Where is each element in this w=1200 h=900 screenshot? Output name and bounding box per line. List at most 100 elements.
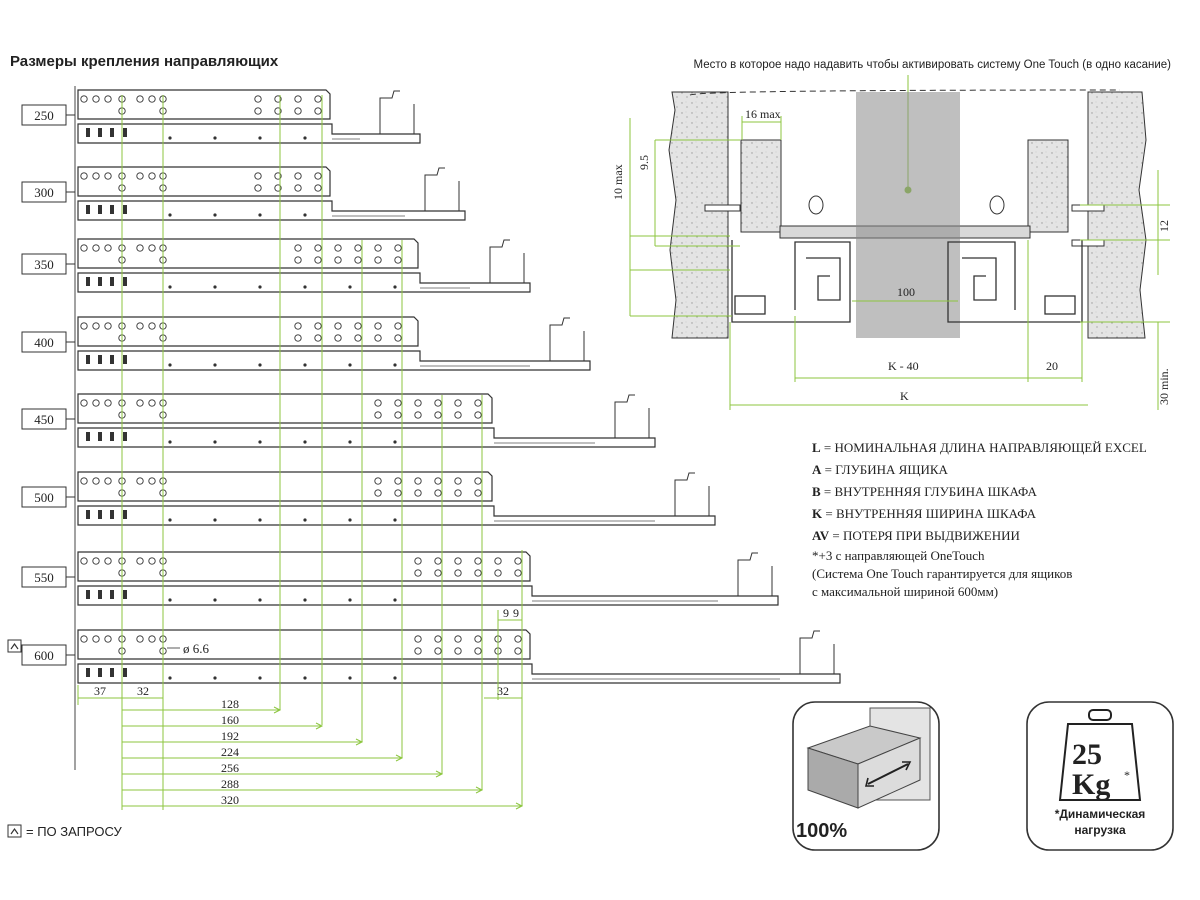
hole [414,411,422,419]
hole [104,172,112,180]
hole [394,477,402,485]
hole [80,399,88,407]
rail-slot [98,277,102,286]
rail-dot [303,598,307,602]
hole [474,489,482,497]
hole [494,557,502,565]
rail-slot [98,128,102,137]
hole [148,244,156,252]
rail-dot [303,518,307,522]
load-caption-1: *Динамическая [1055,807,1146,821]
gap-9b: 9 [513,606,519,620]
rail-slot [86,668,90,677]
hole [434,647,442,655]
rail-slot [123,205,127,214]
hole [414,557,422,565]
hole [254,107,262,115]
rail-dot [258,213,262,217]
rail-dot [393,363,397,367]
runner-rail [77,505,716,526]
hole [314,334,322,342]
size-label: 450 [34,412,54,427]
rail-slot [110,590,114,599]
weight-unit: Kg [1072,768,1110,801]
hole [314,184,322,192]
hole [374,334,382,342]
runner-profile-right [947,240,1083,323]
hole [148,557,156,565]
runner-250: 250 [21,89,421,144]
hole [148,399,156,407]
hole [92,322,100,330]
hole [92,399,100,407]
rail-slot [123,510,127,519]
hole [92,244,100,252]
hole [454,411,462,419]
dim-k: K [900,389,909,403]
hole [454,569,462,577]
hole [294,256,302,264]
hole [314,107,322,115]
hole [254,172,262,180]
rail-dot [168,285,172,289]
hole [148,477,156,485]
hole [148,635,156,643]
hole [92,635,100,643]
runner-450: 450 [21,393,656,448]
dim-16max: 16 max [745,107,781,121]
rear-hook [549,317,570,361]
hole [494,569,502,577]
hole [394,244,402,252]
hole [294,107,302,115]
rail-dot [303,285,307,289]
hole [104,95,112,103]
hole [80,95,88,103]
dim-label-320: 320 [221,793,239,807]
hole [474,411,482,419]
rail-dot [303,676,307,680]
rail-dot [213,518,217,522]
dim-label-288: 288 [221,777,239,791]
hole [80,244,88,252]
runner-rail [77,200,466,221]
rail-dot [303,136,307,140]
chevron-up-icon [7,639,22,653]
rail-dot [258,598,262,602]
hole [434,635,442,643]
hole [136,322,144,330]
size-label: 250 [34,108,54,123]
hole [314,256,322,264]
rail-slot [110,355,114,364]
hole [394,399,402,407]
hole [314,322,322,330]
hole [454,635,462,643]
hole [454,647,462,655]
hole [148,172,156,180]
hole [434,411,442,419]
on-request-note: = ПО ЗАПРОСУ [7,824,122,839]
runner-body [77,316,419,347]
rail-dot [213,676,217,680]
rail-dot [393,518,397,522]
rail-dot [258,518,262,522]
hole [414,477,422,485]
hole [474,557,482,565]
rail-slot [86,590,90,599]
rail-slot [86,277,90,286]
rail-slot [123,277,127,286]
hole [294,334,302,342]
rail-dot [348,676,352,680]
rail-slot [98,355,102,364]
dim-label-128: 128 [221,697,239,711]
hole [136,635,144,643]
hole [314,244,322,252]
hole [136,477,144,485]
cabinet-wall-left [668,91,729,339]
dim-k-40: K - 40 [888,359,919,373]
hole [374,256,382,264]
rail-slot [123,432,127,441]
hole [394,322,402,330]
hole [92,95,100,103]
hole [148,322,156,330]
